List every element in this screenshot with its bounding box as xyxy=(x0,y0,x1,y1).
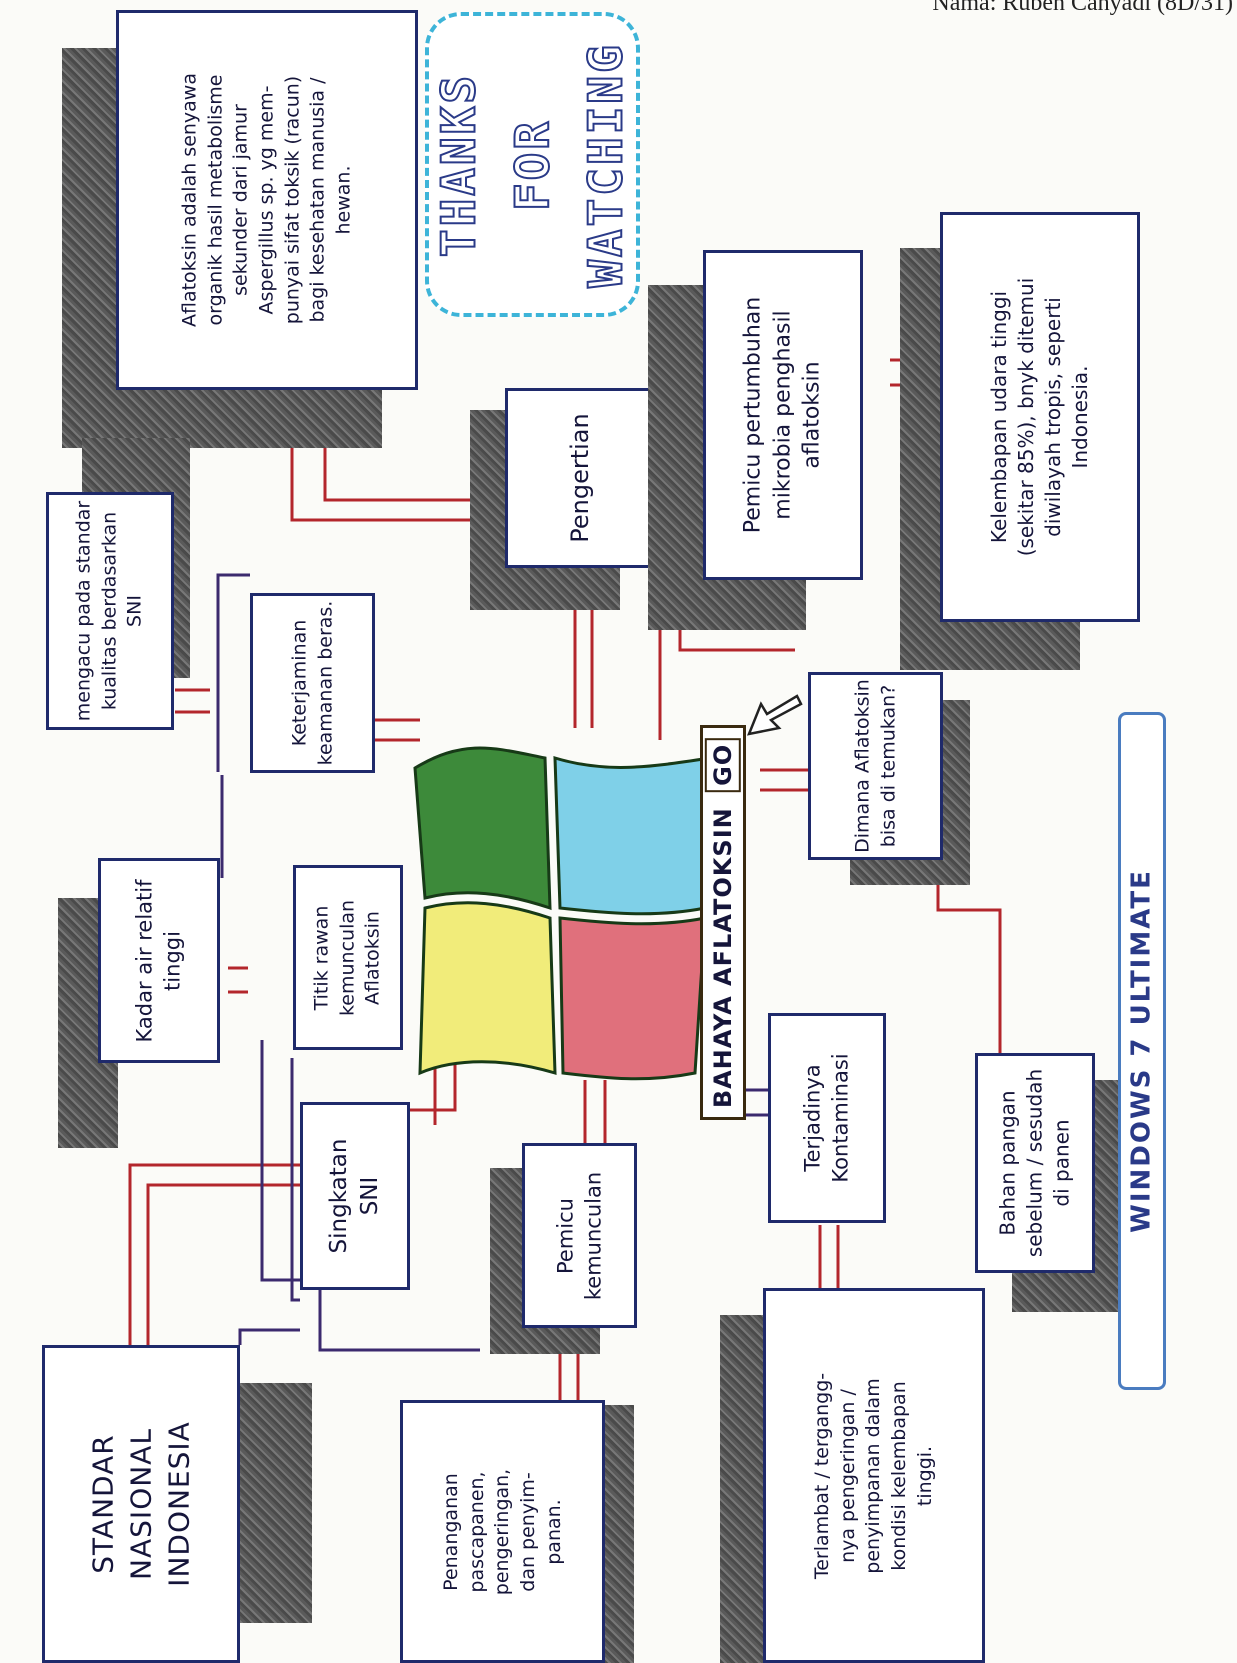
mengacu-box: mengacu pada standar kualitas berdasarka… xyxy=(46,492,174,730)
standar-text: STANDAR NASIONAL INDONESIA xyxy=(86,1421,195,1587)
connector-line xyxy=(216,573,250,772)
terjadinya-text: Terjadinya Kontaminasi xyxy=(800,1053,853,1183)
go-button[interactable]: GO xyxy=(704,737,742,792)
box-shadow xyxy=(720,1315,768,1663)
logo-blue-pane xyxy=(553,755,712,916)
titik-rawan-box: Titik rawan kemunculan Aflatoksin xyxy=(293,865,403,1050)
connector-line xyxy=(260,1040,300,1282)
connector-line xyxy=(290,1058,300,1302)
pemicu-pertumbuhan-text: Pemicu pertumbuhan mikrobia penghasil af… xyxy=(740,296,825,534)
os-tag-text: WINDOWS 7 ULTIMATE xyxy=(1126,869,1157,1233)
penanganan-text: Penanganan pascapanen, pengeringan, dan … xyxy=(439,1468,564,1595)
bahan-pangan-box: Bahan pangan sebelum / sesudah di panen xyxy=(975,1053,1095,1273)
center-caption-text: BAHAYA AFLATOKSIN GO xyxy=(704,737,742,1108)
pemicu-pertumbuhan-box: Pemicu pertumbuhan mikrobia penghasil af… xyxy=(703,250,863,580)
standar-box: STANDAR NASIONAL INDONESIA xyxy=(42,1345,240,1663)
kadar-box: Kadar air relatif tinggi xyxy=(98,858,220,1063)
caption-title: BAHAYA AFLATOKSIN xyxy=(708,806,737,1108)
singkatan-box: Singkatan SNI xyxy=(300,1102,410,1290)
kelembapan-box: Kelembapan udara tinggi (sekitar 85%), b… xyxy=(940,212,1140,622)
keterjaminan-text: Keterjaminan keamanan beras. xyxy=(287,600,336,766)
logo-red-pane xyxy=(558,916,707,1081)
logo-green-pane xyxy=(413,746,552,911)
pemicu-kemunculan-text: Pemicu kemunculan xyxy=(553,1171,606,1300)
definition-box: Aflatoksin adalah senyawa organik hasil … xyxy=(116,10,418,390)
thanks-line-2: FOR xyxy=(504,117,560,211)
thanks-cloud: THANKS FOR WATCHING xyxy=(425,12,640,317)
center-caption: BAHAYA AFLATOKSIN GO xyxy=(700,725,746,1120)
pengertian-box: Pengertian xyxy=(505,388,655,568)
penanganan-box: Penanganan pascapanen, pengeringan, dan … xyxy=(400,1400,605,1663)
logo-yellow-pane xyxy=(418,901,557,1076)
connector-line xyxy=(238,1328,300,1345)
box-shadow xyxy=(236,1383,312,1623)
keterjaminan-box: Keterjaminan keamanan beras. xyxy=(250,593,375,773)
terlambat-box: Terlambat / tergangg- nya pengeringan / … xyxy=(763,1288,985,1663)
kadar-text: Kadar air relatif tinggi xyxy=(132,878,185,1043)
terjadinya-box: Terjadinya Kontaminasi xyxy=(768,1013,886,1223)
pemicu-kemunculan-box: Pemicu kemunculan xyxy=(522,1143,637,1328)
connector-line xyxy=(128,1163,300,1345)
windows-logo xyxy=(413,746,712,1081)
author-label: Nama: Ruben Cahyadi (8D/31) xyxy=(932,0,1233,16)
definition-text: Aflatoksin adalah senyawa organik hasil … xyxy=(178,73,355,327)
connector-line xyxy=(318,1290,480,1352)
kelembapan-text: Kelembapan udara tinggi (sekitar 85%), b… xyxy=(987,277,1092,557)
connector-line xyxy=(410,1050,457,1112)
connector-line xyxy=(146,1183,300,1345)
thanks-line-3: WATCHING xyxy=(577,41,633,289)
thanks-text: THANKS FOR WATCHING xyxy=(422,41,643,289)
pointer-arrow-icon xyxy=(746,694,803,736)
connector-line xyxy=(936,860,1002,1053)
singkatan-text: Singkatan SNI xyxy=(325,1138,383,1254)
thanks-line-1: THANKS xyxy=(430,71,486,257)
box-shadow xyxy=(604,1405,634,1663)
titik-rawan-text: Titik rawan kemunculan Aflatoksin xyxy=(310,899,384,1016)
bahan-pangan-text: Bahan pangan sebelum / sesudah di panen xyxy=(995,1068,1074,1258)
os-tag: WINDOWS 7 ULTIMATE xyxy=(1118,712,1166,1390)
dimana-box: Dimana Aflatoksin bisa di temukan? xyxy=(808,672,943,860)
terlambat-text: Terlambat / tergangg- nya pengeringan / … xyxy=(810,1372,936,1579)
pengertian-label: Pengertian xyxy=(565,413,594,543)
dimana-text: Dimana Aflatoksin bisa di temukan? xyxy=(850,679,899,853)
mengacu-text: mengacu pada standar kualitas berdasarka… xyxy=(72,500,146,722)
